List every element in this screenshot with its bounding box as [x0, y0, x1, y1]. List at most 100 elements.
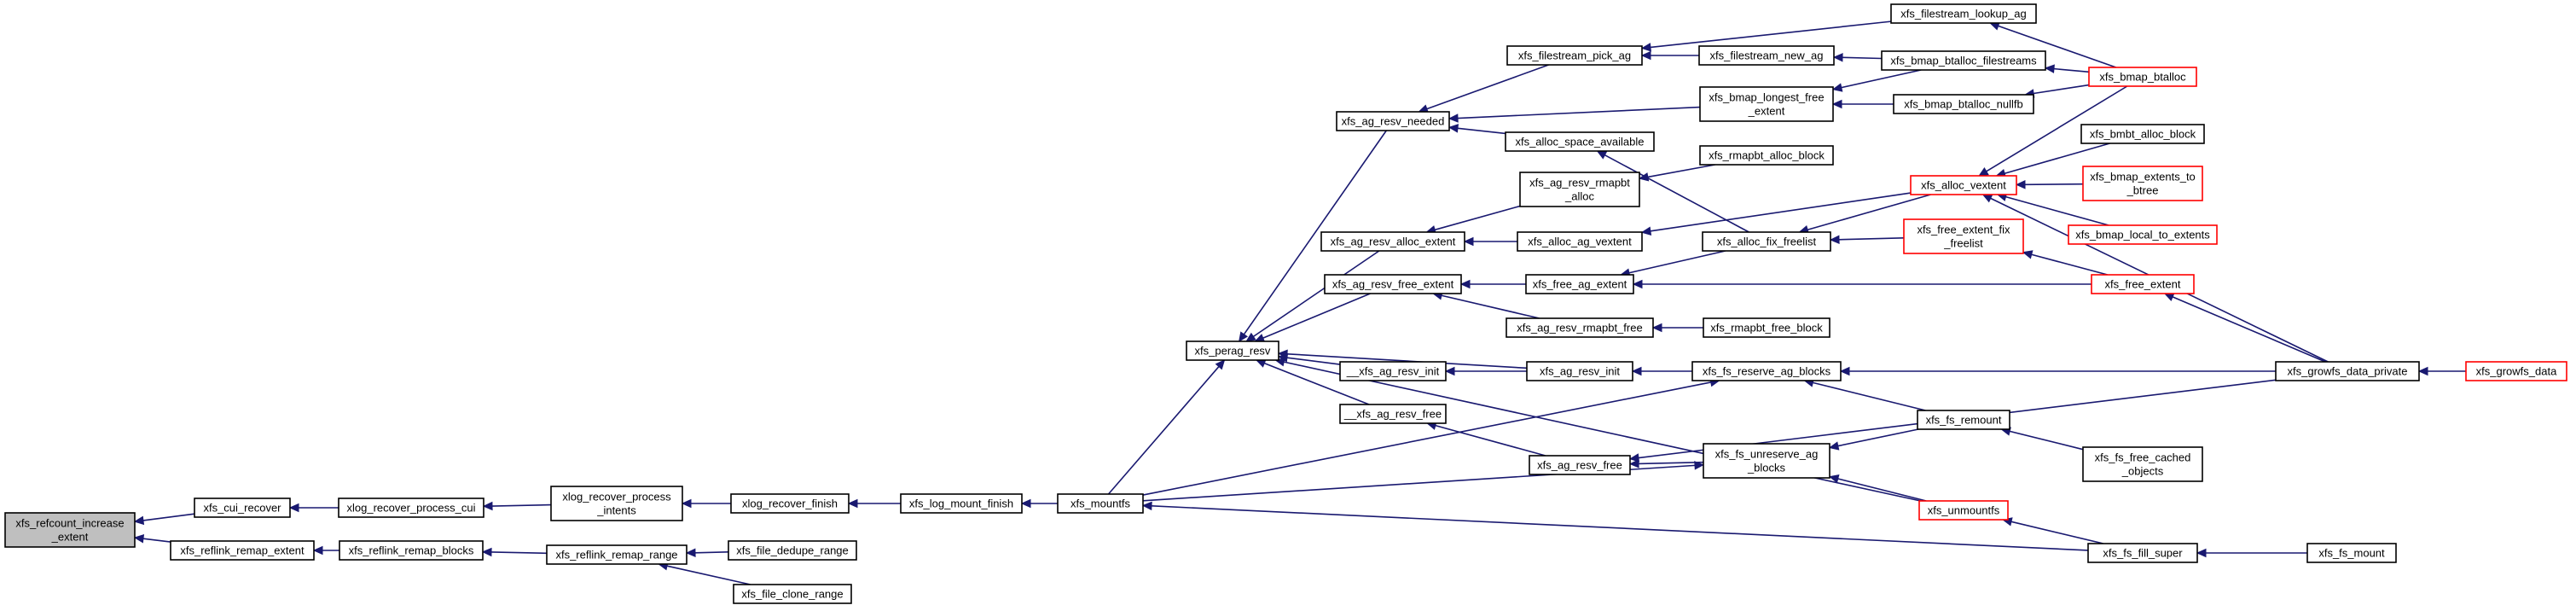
- node-ag-resv-alloc-extent[interactable]: xfs_ag_resv_alloc_extent: [1320, 231, 1465, 252]
- node-refcount[interactable]: xfs_refcount_increase_extent: [4, 512, 136, 548]
- node-label: xfs_bmbt_alloc_block: [2090, 128, 2196, 141]
- node-box: [1057, 493, 1144, 514]
- node-unmountfs[interactable]: xfs_unmountfs: [1918, 500, 2009, 521]
- node---ag-resv-free[interactable]: __xfs_ag_resv_free: [1339, 404, 1447, 424]
- node-fs-fill-super[interactable]: xfs_fs_fill_super: [2087, 543, 2198, 563]
- edge-bmap_btalloc-to-bmap_btalloc_nullfb: [2023, 84, 2090, 98]
- node-ag-resv-rmapbt-free[interactable]: xfs_ag_resv_rmapbt_free: [1506, 317, 1654, 338]
- node-xlog-recover-process-intents[interactable]: xlog_recover_process_intents: [550, 486, 683, 521]
- node-reflink-remap-extent[interactable]: xfs_reflink_remap_extent: [170, 540, 315, 561]
- node-alloc-vextent[interactable]: xfs_alloc_vextent: [1910, 175, 2017, 195]
- node-cui-recover[interactable]: xfs_cui_recover: [194, 498, 291, 518]
- node-bmap-extents-to-btree[interactable]: xfs_bmap_extents_to_btree: [2082, 166, 2203, 201]
- edge-alloc_vextent-to-alloc_ag_vextent: [1640, 192, 1912, 236]
- edge-line: [1243, 130, 1387, 335]
- node-fs-mount[interactable]: xfs_fs_mount: [2306, 543, 2397, 563]
- node-box: [1881, 50, 2046, 71]
- node-label: xfs_file_clone_range: [741, 588, 843, 601]
- edge-arrowhead: [2015, 180, 2026, 189]
- node-reflink-remap-blocks[interactable]: xfs_reflink_remap_blocks: [339, 540, 484, 561]
- node-filestream-lookup-ag[interactable]: xfs_filestream_lookup_ag: [1890, 3, 2037, 24]
- edge-arrowhead: [1694, 461, 1705, 470]
- edge-fs_fill_super-to-mountfs: [1141, 501, 2089, 551]
- node-label: xfs_bmap_btalloc_nullfb: [1904, 98, 2022, 111]
- node-label: _intents: [596, 504, 636, 517]
- node-mountfs[interactable]: xfs_mountfs: [1057, 493, 1144, 514]
- edge-free_extent-to-free_extent_fix_freelist: [2022, 250, 2108, 276]
- edge-line: [2033, 84, 2090, 95]
- node-ag-resv-free-extent[interactable]: xfs_ag_resv_free_extent: [1324, 274, 1462, 294]
- edge-log_mount_finish-to-xlog_recover_finish: [847, 498, 901, 509]
- edge-rmapbt_alloc_block-to-ag_resv_rmapbt_alloc: [1638, 164, 1715, 182]
- node-box: [1320, 231, 1465, 252]
- node-label: xfs_file_dedupe_range: [736, 544, 849, 557]
- edge-ag_resv_init-to-perag_resv: [1277, 349, 1528, 370]
- node-bmap-longest-free-extent[interactable]: xfs_bmap_longest_free_extent: [1699, 86, 1834, 122]
- node-label: xfs_bmap_extents_to: [2090, 171, 2196, 183]
- node-free-ag-extent[interactable]: xfs_free_ag_extent: [1525, 274, 1634, 294]
- edge-line: [1841, 69, 1922, 89]
- node-box: [1526, 361, 1633, 381]
- edge-arrowhead: [1238, 331, 1249, 342]
- node-fs-remount[interactable]: xfs_fs_remount: [1917, 410, 2010, 430]
- edge-line: [1807, 194, 1931, 231]
- node-label: xfs_fs_free_cached: [2095, 451, 2191, 464]
- node-filestream-pick-ag[interactable]: xfs_filestream_pick_ag: [1506, 45, 1643, 66]
- node-label: xfs_refcount_increase: [15, 517, 124, 530]
- node-file-dedupe-range[interactable]: xfs_file_dedupe_range: [728, 540, 857, 561]
- node-free-extent[interactable]: xfs_free_extent: [2091, 274, 2195, 294]
- node-box: [2306, 543, 2397, 563]
- edge-arrowhead: [1448, 113, 1459, 123]
- node-reflink-remap-range[interactable]: xfs_reflink_remap_range: [546, 544, 688, 565]
- node-xlog-recover-process-cui[interactable]: xlog_recover_process_cui: [338, 498, 484, 518]
- node-bmbt-alloc-block[interactable]: xfs_bmbt_alloc_block: [2080, 124, 2205, 144]
- node-fs-unreserve-ag-blocks[interactable]: xfs_fs_unreserve_ag_blocks: [1703, 443, 1830, 479]
- node-label: xfs_alloc_space_available: [1515, 136, 1644, 148]
- node---ag-resv-init[interactable]: __xfs_ag_resv_init: [1339, 361, 1447, 381]
- node-fs-free-cached-objects[interactable]: xfs_fs_free_cached_objects: [2082, 446, 2203, 482]
- edge-line: [1998, 25, 2117, 68]
- node-rmapbt-alloc-block[interactable]: xfs_rmapbt_alloc_block: [1699, 145, 1834, 166]
- node-growfs-data[interactable]: xfs_growfs_data: [2465, 361, 2567, 381]
- node-rmapbt-free-block[interactable]: xfs_rmapbt_free_block: [1703, 317, 1830, 338]
- edge-ag_resv_rmapbt_alloc-to-ag_resv_alloc_extent: [1425, 205, 1521, 235]
- node-growfs-data-private[interactable]: xfs_growfs_data_private: [2275, 361, 2420, 381]
- node-fs-reserve-ag-blocks[interactable]: xfs_fs_reserve_ag_blocks: [1691, 361, 1842, 381]
- node-bmap-btalloc[interactable]: xfs_bmap_btalloc: [2088, 67, 2197, 87]
- node-ag-resv-needed[interactable]: xfs_ag_resv_needed: [1336, 111, 1450, 131]
- node-box: [1506, 317, 1654, 338]
- node-file-clone-range[interactable]: xfs_file_clone_range: [733, 584, 852, 604]
- node-label: xfs_unmountfs: [1928, 504, 2000, 517]
- node-log-mount-finish[interactable]: xfs_log_mount_finish: [900, 493, 1023, 514]
- node-free-extent-fix-freelist[interactable]: xfs_free_extent_fix_freelist: [1903, 218, 2024, 254]
- edge-arrowhead: [1839, 366, 1850, 376]
- edge-cui_recover-to-refcount: [133, 513, 195, 526]
- edge-filestream_lookup_ag-to-filestream_pick_ag: [1640, 20, 1892, 52]
- node-label: xfs_alloc_ag_vextent: [1528, 236, 1632, 248]
- node-ag-resv-rmapbt-alloc[interactable]: xfs_ag_resv_rmapbt_alloc: [1519, 172, 1640, 207]
- node-filestream-new-ag[interactable]: xfs_filestream_new_ag: [1698, 45, 1835, 66]
- node-alloc-fix-freelist[interactable]: xfs_alloc_fix_freelist: [1702, 231, 1831, 252]
- node-ag-resv-free[interactable]: xfs_ag_resv_free: [1529, 455, 1631, 475]
- node-label: xfs_cui_recover: [203, 502, 281, 515]
- node-ag-resv-init[interactable]: xfs_ag_resv_init: [1526, 361, 1633, 381]
- edge-arrowhead: [1651, 323, 1662, 333]
- edge-arrowhead: [1831, 99, 1842, 109]
- edge-arrowhead: [1829, 235, 1840, 245]
- node-perag-resv[interactable]: xfs_perag_resv: [1186, 340, 1279, 361]
- edge-filestream_new_ag-to-filestream_pick_ag: [1640, 50, 1699, 61]
- edge-arrowhead: [2196, 548, 2207, 558]
- node-bmap-btalloc-filestreams[interactable]: xfs_bmap_btalloc_filestreams: [1881, 50, 2046, 71]
- node-box: [1506, 45, 1643, 66]
- node-xlog-recover-finish[interactable]: xlog_recover_finish: [730, 493, 850, 514]
- node-bmap-btalloc-nullfb[interactable]: xfs_bmap_btalloc_nullfb: [1893, 94, 2034, 114]
- edge-arrowhead: [1448, 124, 1459, 133]
- edge-reflink_remap_range-to-reflink_remap_blocks: [481, 547, 548, 557]
- node-alloc-ag-vextent[interactable]: xfs_alloc_ag_vextent: [1517, 231, 1643, 252]
- node-bmap-local-to-extents[interactable]: xfs_bmap_local_to_extents: [2068, 224, 2218, 245]
- node-box: [1699, 145, 1834, 166]
- edge-arrowhead: [1628, 459, 1639, 468]
- node-alloc-space-available[interactable]: xfs_alloc_space_available: [1505, 131, 1655, 152]
- edge-ag_resv_needed-to-perag_resv: [1238, 130, 1387, 342]
